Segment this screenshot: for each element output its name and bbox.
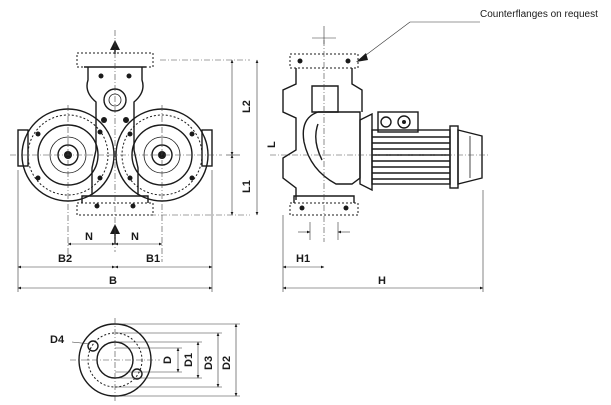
width-dimensions: N N B2 B1 B [17,170,213,292]
front-view-twin-pump [10,30,250,262]
side-view-pump-motor [270,40,490,242]
dim-label-H1: H1 [296,253,310,265]
side-dimensions: H1 H [282,190,484,292]
dim-label-L: L [266,141,278,148]
dim-label-D4: D4 [50,334,65,346]
dim-label-N-right: N [131,231,139,243]
terminal-box [377,111,419,133]
side-volute [302,111,361,185]
counterflange-callout: Counterflanges on request [312,9,598,62]
dim-label-N-left: N [85,231,93,243]
dim-label-H: H [378,275,386,287]
flange-detail: D4 D D1 D3 D2 [50,318,240,402]
dim-label-B1: B1 [146,253,160,265]
dim-label-D1: D1 [183,353,195,367]
motor [371,125,483,189]
counterflange-note: Counterflanges on request [480,9,598,20]
dim-label-D2: D2 [221,356,233,370]
dim-label-B: B [109,275,117,287]
dim-label-D3: D3 [203,356,215,370]
dim-label-L1: L1 [241,180,253,193]
height-dimensions: L2 L L1 [226,59,278,216]
dim-label-D: D [162,356,174,364]
dim-label-B2: B2 [58,253,72,265]
dim-label-L2: L2 [241,100,253,113]
